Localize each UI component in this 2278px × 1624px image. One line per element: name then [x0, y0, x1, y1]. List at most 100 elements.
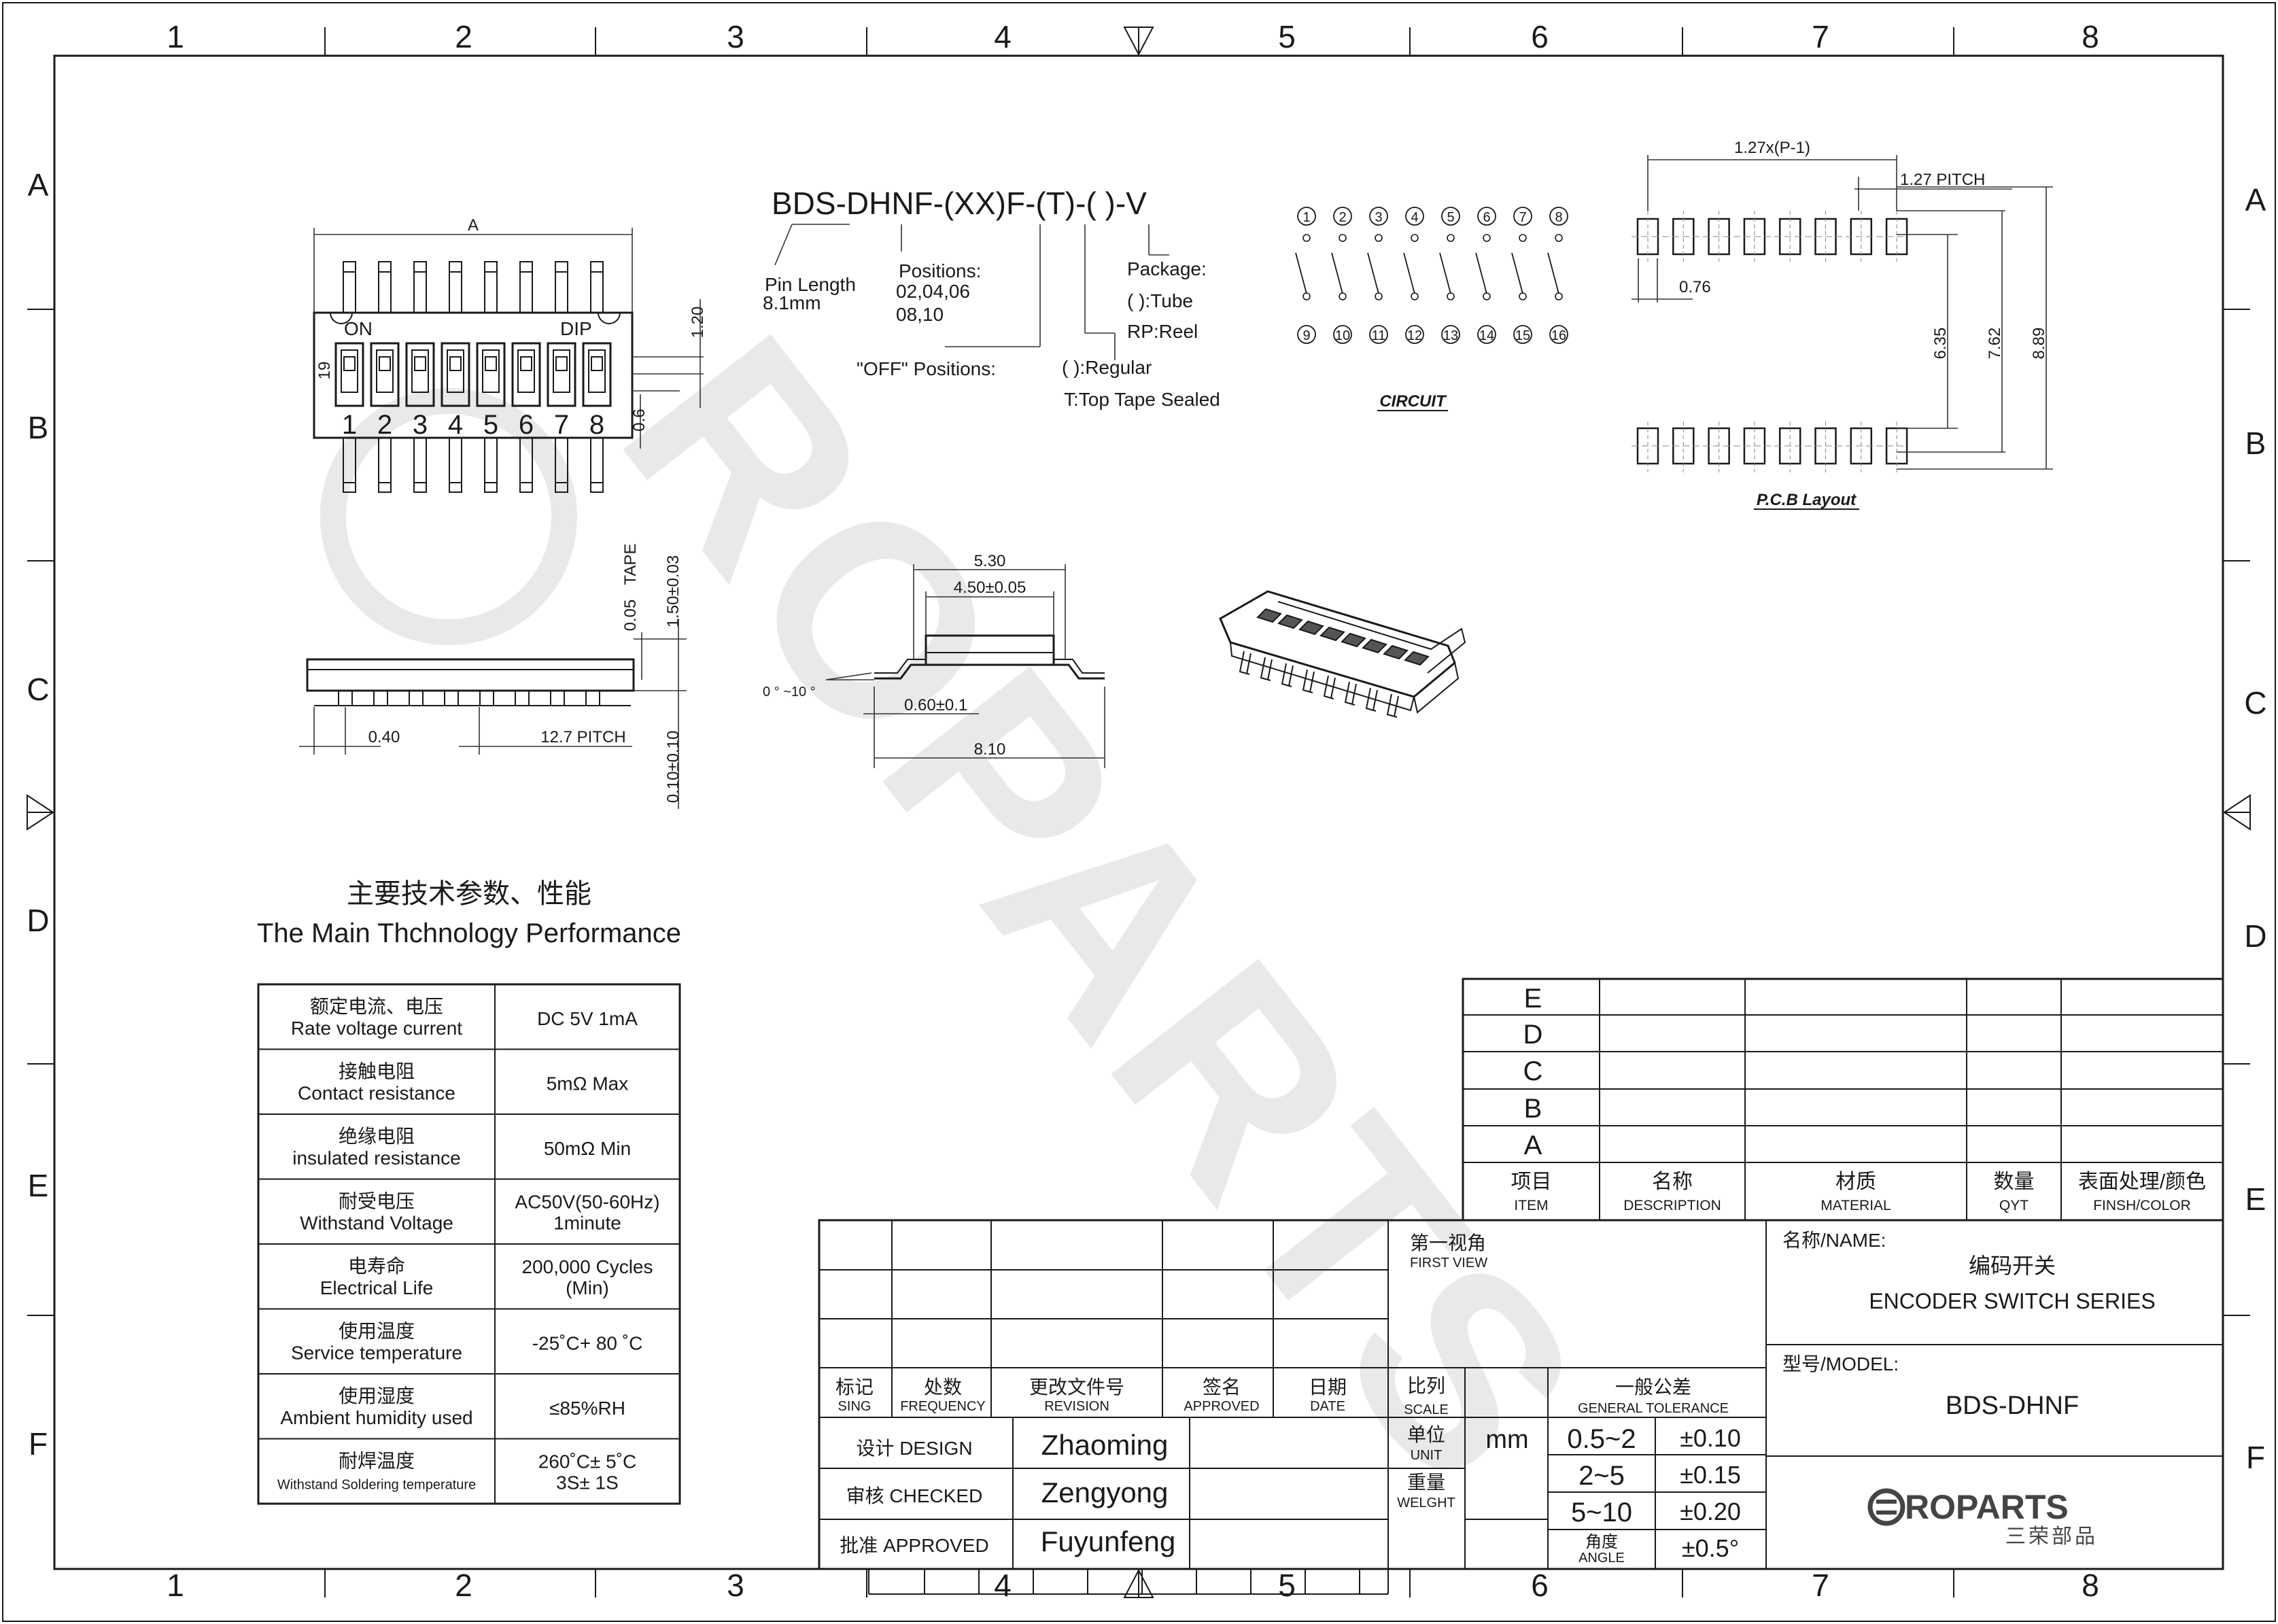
performance-value: DC 5V 1mA	[537, 1008, 638, 1029]
svg-text:比列: 比列	[1407, 1375, 1445, 1396]
circuit-pin-label: 5	[1447, 210, 1454, 225]
revision-letter: C	[1523, 1056, 1543, 1086]
product-name-cn: 编码开关	[1969, 1254, 2056, 1278]
product-name-en: ENCODER SWITCH SERIES	[1869, 1289, 2155, 1313]
switch-number: 8	[589, 410, 604, 440]
switch-number: 3	[413, 410, 428, 440]
svg-text:1: 1	[167, 1568, 184, 1603]
svg-text:±0.5°: ±0.5°	[1682, 1534, 1739, 1562]
iso-view	[1219, 590, 1466, 718]
svg-text:第一视角: 第一视角	[1410, 1232, 1486, 1254]
performance-title-en: The Main Thchnology Performance	[257, 918, 681, 948]
svg-text:B: B	[28, 410, 49, 445]
circuit-pin-label: 7	[1519, 210, 1526, 225]
svg-text:0.40: 0.40	[368, 728, 400, 746]
side-pin	[338, 690, 353, 706]
svg-text:5~10: 5~10	[1571, 1498, 1632, 1527]
pin	[378, 437, 392, 493]
revision-header-cn: 名称	[1652, 1171, 1693, 1193]
switch-contact	[1511, 252, 1523, 294]
svg-text:A: A	[2245, 182, 2266, 218]
revision-table: EDCBA项目ITEM名称DESCRIPTION材质MATERIAL数量QYT表…	[1462, 978, 2224, 1222]
side-pin	[585, 690, 600, 706]
side-pin	[550, 690, 565, 706]
performance-value: (Min)	[566, 1277, 609, 1298]
pcb-title: P.C.B Layout	[1757, 491, 1857, 509]
svg-text:0.60±0.1: 0.60±0.1	[904, 696, 967, 714]
performance-label-cn: 使用湿度	[339, 1385, 415, 1406]
svg-text:TAPE: TAPE	[621, 544, 640, 585]
svg-text:0 ° ~10 °: 0 ° ~10 °	[763, 685, 816, 699]
pin	[484, 261, 498, 313]
svg-text:19: 19	[315, 362, 334, 380]
circuit-node	[1549, 207, 1568, 226]
circuit-node	[1297, 325, 1316, 344]
svg-text:E: E	[28, 1168, 49, 1203]
circuit-pin-label: 13	[1443, 328, 1458, 343]
svg-text:mm: mm	[1485, 1426, 1528, 1454]
circuit-pin-label: 8	[1555, 210, 1562, 225]
svg-text:0.5~2: 0.5~2	[1567, 1424, 1636, 1454]
performance-label-en: Withstand Soldering temperature	[277, 1478, 476, 1493]
performance-label-cn: 耐受电压	[339, 1191, 415, 1212]
pin	[519, 261, 533, 313]
svg-text:±0.10: ±0.10	[1680, 1424, 1741, 1452]
dip-label: DIP	[560, 318, 592, 339]
svg-text:SCALE: SCALE	[1404, 1402, 1449, 1417]
svg-text:Pin Length: Pin Length	[765, 274, 856, 295]
svg-text:签名: 签名	[1203, 1377, 1241, 1398]
iso-actuator	[1383, 644, 1409, 660]
performance-label-en: Rate voltage current	[291, 1018, 462, 1039]
svg-text:A: A	[28, 167, 49, 203]
svg-text:7: 7	[1812, 19, 1829, 54]
side-pin	[479, 690, 494, 706]
switch-number: 5	[483, 410, 498, 440]
circuit-pin-label: 3	[1375, 210, 1382, 225]
switch-actuator	[334, 342, 364, 407]
svg-text:3: 3	[727, 19, 744, 54]
circuit-pin-label: 15	[1515, 328, 1530, 343]
dim-a: A	[468, 216, 479, 235]
svg-text:6: 6	[1531, 19, 1549, 54]
revision-header-cn: 材质	[1835, 1171, 1876, 1193]
pin	[413, 261, 427, 313]
svg-text:8.1mm: 8.1mm	[763, 292, 821, 313]
performance-label-en: insulated resistance	[292, 1147, 460, 1169]
circuit-pin-label: 12	[1407, 328, 1422, 343]
pin	[413, 437, 427, 493]
pin	[343, 261, 356, 313]
performance-label-en: Electrical Life	[320, 1277, 434, 1298]
circuit-node	[1369, 207, 1388, 226]
svg-text:4: 4	[994, 1568, 1012, 1603]
svg-text:标记: 标记	[835, 1377, 874, 1398]
zone-ticks	[27, 27, 2251, 1598]
performance-title-cn: 主要技术参数、性能	[347, 879, 591, 909]
circuit-node	[1333, 325, 1352, 344]
model-value: BDS-DHNF	[1946, 1392, 2079, 1420]
svg-text:角度: 角度	[1585, 1533, 1618, 1551]
designer-name: Zhaoming	[1041, 1429, 1169, 1461]
performance-label-cn: 接触电阻	[339, 1061, 415, 1082]
on-label: ON	[344, 318, 373, 339]
svg-text:C: C	[27, 672, 49, 707]
switch-actuator	[441, 342, 470, 407]
svg-text:4: 4	[994, 19, 1012, 54]
performance-value: 3S± 1S	[556, 1472, 619, 1493]
revision-header-cn: 数量	[1994, 1171, 2035, 1193]
svg-text:8.10: 8.10	[974, 740, 1006, 759]
svg-text:单位: 单位	[1407, 1424, 1445, 1445]
svg-text:0.10±0.10: 0.10±0.10	[664, 731, 683, 804]
iso-actuator	[1256, 608, 1282, 623]
svg-text:名称/NAME:: 名称/NAME:	[1782, 1230, 1886, 1251]
iso-actuator	[1404, 651, 1430, 666]
performance-label-cn: 使用温度	[339, 1321, 415, 1342]
switch-contact	[1403, 252, 1415, 294]
pin	[484, 437, 498, 493]
switch-actuator	[405, 342, 435, 407]
svg-text:±0.15: ±0.15	[1680, 1461, 1741, 1489]
iso-actuator	[1362, 638, 1387, 654]
svg-text:FIRST VIEW: FIRST VIEW	[1410, 1256, 1487, 1271]
